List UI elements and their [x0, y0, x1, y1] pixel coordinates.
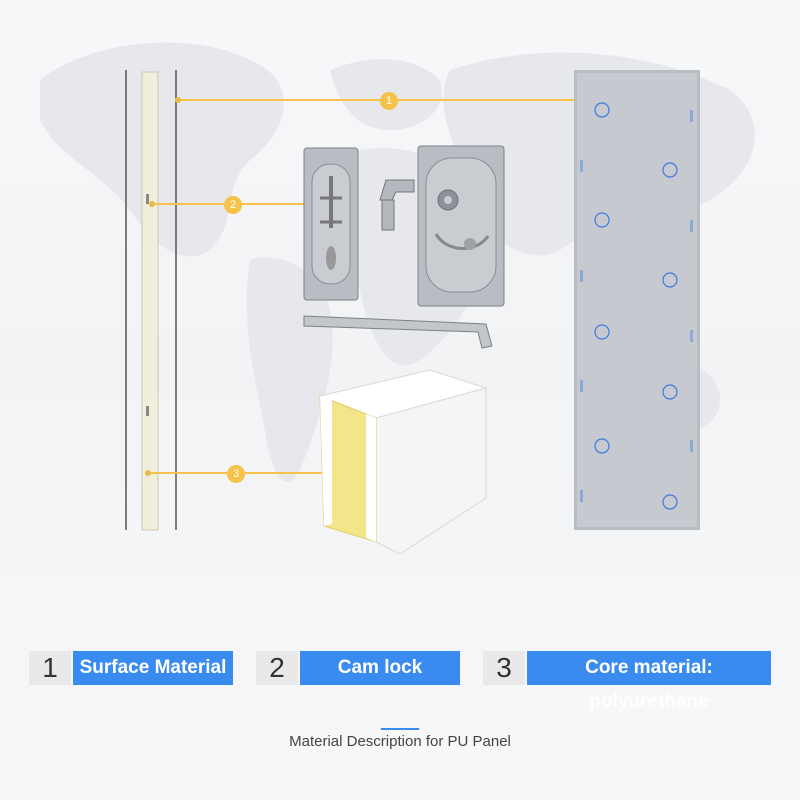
- caption-accent-line: [381, 728, 419, 730]
- legend-1-number: 1: [29, 651, 71, 685]
- marker-2-label: 2: [229, 199, 237, 211]
- legend-3-number: 3: [483, 651, 525, 685]
- panel-cross-section: [125, 70, 177, 531]
- legend-3-label: Core material: polyurethane: [527, 651, 771, 712]
- marker-3-label: 3: [232, 468, 240, 480]
- surface-material-sheet-image: [574, 70, 700, 530]
- marker-1: 1: [380, 92, 398, 110]
- marker-1-label: 1: [385, 95, 393, 107]
- marker-3: 3: [227, 465, 245, 483]
- legend-2-label: Cam lock: [300, 651, 460, 685]
- legend-1-label: Surface Material: [73, 651, 233, 685]
- marker-2: 2: [224, 196, 242, 214]
- pu-core-block-image: [318, 369, 488, 555]
- legend-2-number: 2: [256, 651, 298, 685]
- cam-lock-image: [303, 145, 505, 349]
- page-caption: Material Description for PU Panel: [289, 733, 511, 750]
